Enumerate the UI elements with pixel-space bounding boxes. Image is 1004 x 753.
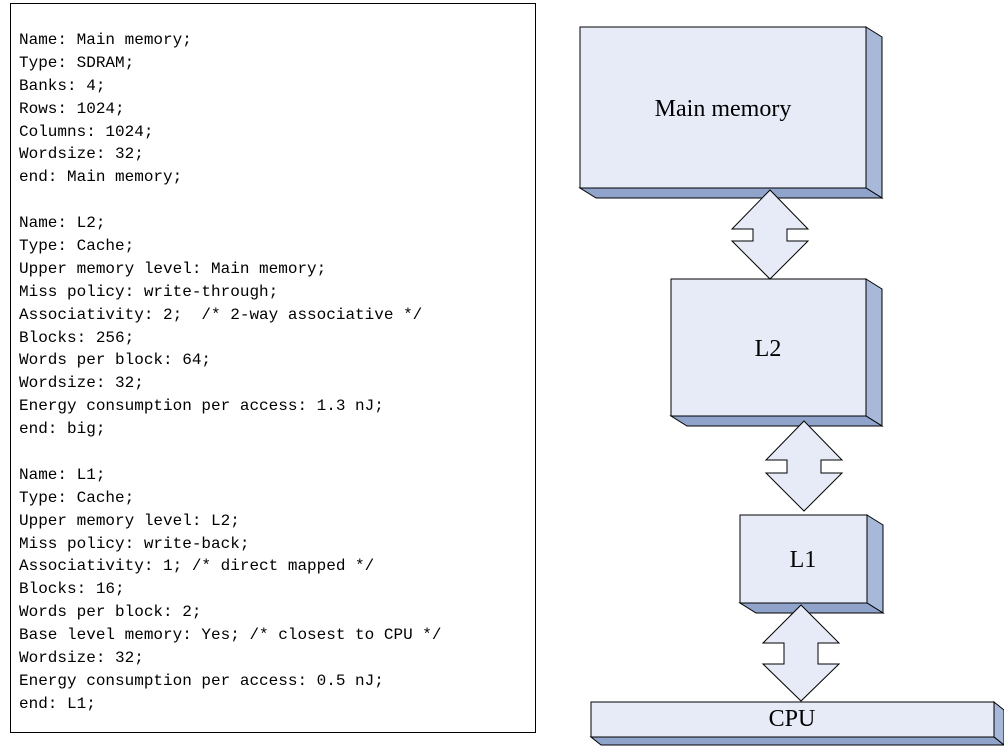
l2-box-face [670, 278, 867, 417]
l2-l1-arrow [764, 420, 844, 512]
config-line: end: big; [19, 420, 106, 439]
config-line: Rows: 1024; [19, 99, 125, 118]
cpu-box: CPU [589, 700, 1004, 746]
main-memory-box: Main memory [578, 26, 884, 199]
main-memory-box-face [579, 26, 867, 189]
config-listing-panel: Name: Main memory; Type: SDRAM; Banks: 4; R… [10, 3, 536, 733]
main-memory-box-side [865, 26, 883, 199]
l1-box-bottom [738, 602, 885, 614]
config-line: Upper memory level: Main memory; [19, 259, 327, 278]
config-line: end: Main memory; [19, 168, 183, 187]
l1-box-face [739, 514, 868, 604]
cpu-box-face [590, 701, 995, 738]
l1-box-side [866, 514, 884, 614]
config-line: Associativity: 1; /* direct mapped */ [19, 557, 375, 576]
config-line: Energy consumption per access: 1.3 nJ; [19, 397, 384, 416]
l2-box: L2 [669, 278, 884, 427]
config-line: Blocks: 16; [19, 580, 125, 599]
config-line: Type: SDRAM; [19, 53, 135, 72]
config-line: Wordsize: 32; [19, 145, 144, 164]
l1-box: L1 [738, 514, 885, 614]
config-line: Associativity: 2; /* 2-way associative *… [19, 305, 423, 324]
config-line: Words per block: 2; [19, 603, 202, 622]
l1-cpu-arrow [761, 604, 841, 702]
l2-label: L2 [755, 336, 782, 362]
config-line: Banks: 4; [19, 76, 106, 95]
l1-label: L1 [790, 547, 817, 573]
config-line: Words per block: 64; [19, 351, 212, 370]
cpu-label: CPU [769, 706, 816, 732]
config-line: Type: Cache; [19, 237, 135, 256]
l2-box-bottom [669, 415, 884, 427]
main-memory-box-bottom [578, 187, 884, 199]
config-line: Name: Main memory; [19, 31, 192, 49]
config-line: Name: L2; [19, 214, 106, 233]
main-memory-label: Main memory [655, 96, 792, 122]
config-line: Miss policy: write-back; [19, 534, 250, 553]
config-listing: Name: Main memory; Type: SDRAM; Banks: 4; R… [19, 29, 441, 716]
config-line: Wordsize: 32; [19, 649, 144, 668]
config-line: end: L1; [19, 694, 96, 713]
config-line: Energy consumption per access: 0.5 nJ; [19, 671, 384, 690]
config-line: Wordsize: 32; [19, 374, 144, 393]
config-line: Columns: 1024; [19, 122, 154, 141]
config-line: Blocks: 256; [19, 328, 135, 347]
l2-box-side [865, 278, 883, 427]
cpu-box-bottom [589, 736, 1004, 746]
config-line: Type: Cache; [19, 488, 135, 507]
config-line: Base level memory: Yes; /* closest to CP… [19, 626, 442, 645]
main-memory-l2-arrow [730, 189, 810, 280]
config-line: Miss policy: write-through; [19, 282, 279, 301]
config-line: Upper memory level: L2; [19, 511, 240, 530]
config-line: Name: L1; [19, 465, 106, 484]
